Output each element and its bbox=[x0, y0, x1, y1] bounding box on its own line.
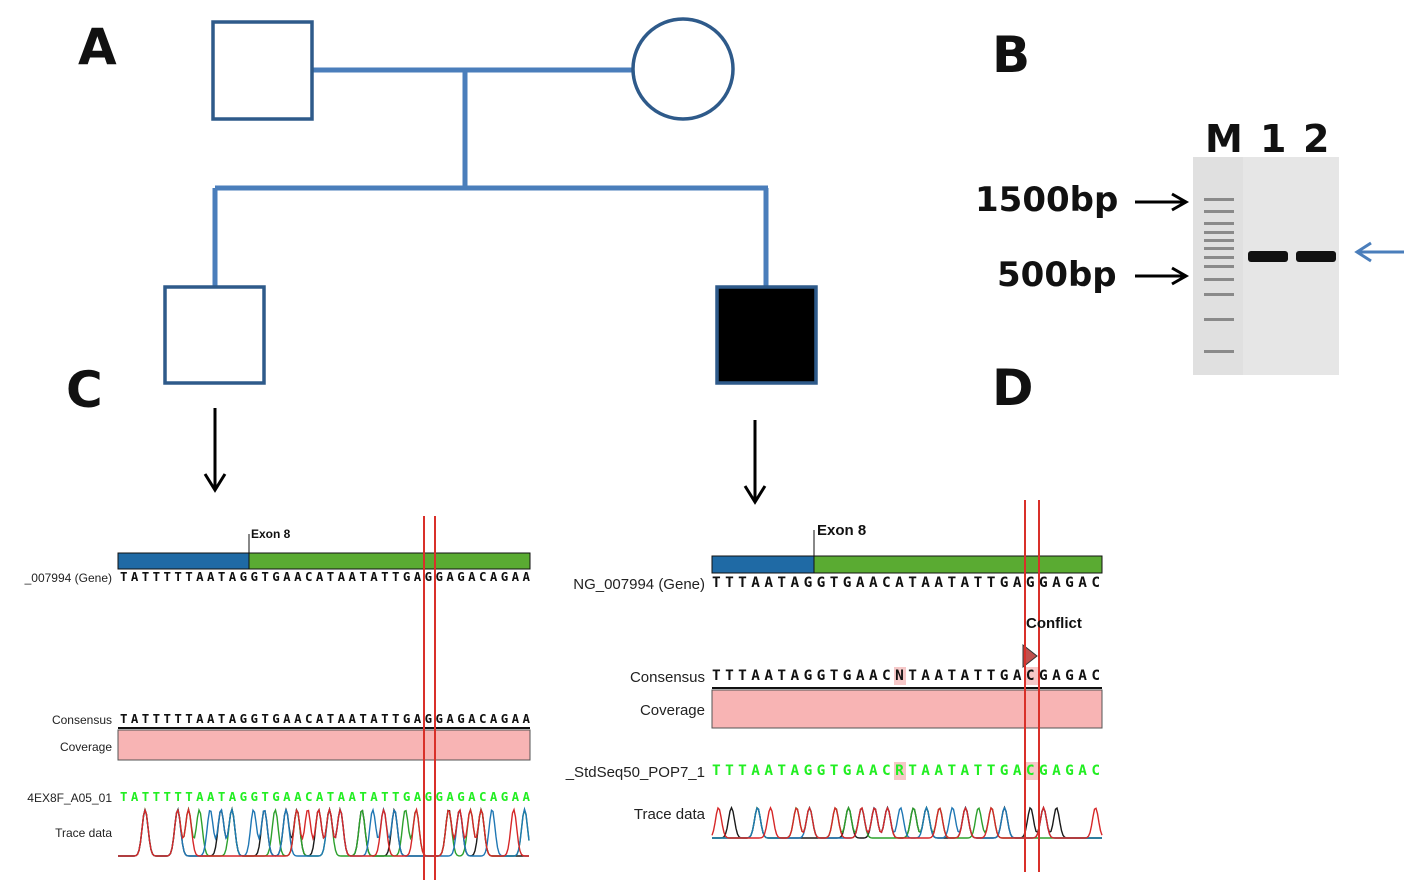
panel-label-c: C bbox=[66, 361, 103, 419]
consensus-label-d: Consensus bbox=[629, 669, 705, 686]
marker-500-arrow bbox=[1135, 266, 1190, 286]
mutation-marker-d bbox=[1024, 500, 1040, 872]
marker-500-label: 500bp bbox=[997, 255, 1117, 295]
exon-bar-d bbox=[813, 555, 1103, 574]
conflict-flag-icon bbox=[1022, 643, 1038, 669]
read-label-c: 4EX8F_A05_01 bbox=[27, 791, 112, 805]
coverage-label-d: Coverage bbox=[639, 702, 705, 719]
exon-bar-c bbox=[248, 552, 531, 570]
trace-line bbox=[711, 805, 1103, 839]
read-c-highlight bbox=[1026, 762, 1038, 780]
consensus-sequence-c: TATTTTTAATAGGTGAACATAATATTGAGGAGACAGAA bbox=[120, 711, 534, 726]
marker-1500-arrow bbox=[1135, 192, 1190, 212]
consensus-label-c: Consensus bbox=[51, 713, 112, 727]
intron-bar-c bbox=[117, 552, 250, 570]
gel-image bbox=[1193, 157, 1339, 375]
consensus-sequence-d: TTTAATAGGTGAACNTAATATTGACGAGAC bbox=[712, 668, 1105, 684]
trace-line bbox=[712, 805, 1102, 839]
exon-label-c: Exon 8 bbox=[251, 527, 291, 541]
unaffected-son-square bbox=[163, 285, 266, 385]
gene-sequence-c: TATTTTTAATAGGTGAACATAATATTGAGGAGACAGAA bbox=[120, 569, 534, 584]
mother-circle bbox=[631, 17, 735, 121]
band-arrow bbox=[1354, 241, 1404, 263]
panel-label-b: B bbox=[992, 26, 1031, 84]
lane2-band bbox=[1296, 251, 1336, 262]
exon-label-d: Exon 8 bbox=[817, 522, 867, 539]
coverage-label-c: Coverage bbox=[59, 740, 112, 754]
mutation-marker-c bbox=[423, 516, 436, 880]
lane1-band bbox=[1248, 251, 1288, 262]
read-label-d: _StdSeq50_POP7_1 bbox=[565, 764, 705, 781]
gene-label-c: _007994 (Gene) bbox=[24, 571, 112, 585]
intron-bar-d bbox=[711, 555, 815, 574]
read-sequence-c: TATTTTTAATAGGTGAACATAATATTGAGGAGACAGAA bbox=[120, 789, 534, 804]
affected-son-square bbox=[715, 285, 818, 385]
down-arrow-right bbox=[743, 420, 767, 505]
trace-chromatogram-c bbox=[118, 806, 530, 857]
read-sequence-d: TTTAATAGGTGAACRTAATATTGACGAGAC bbox=[712, 763, 1105, 779]
pedigree bbox=[212, 67, 769, 287]
father-square bbox=[211, 20, 314, 121]
coverage-bar-d bbox=[711, 689, 1103, 729]
coverage-bar-c bbox=[117, 729, 531, 761]
read-r-highlight bbox=[894, 762, 906, 780]
conflict-label: Conflict bbox=[1026, 615, 1082, 632]
panel-label-d: D bbox=[992, 359, 1034, 417]
consensus-c-highlight bbox=[1026, 667, 1038, 685]
down-arrow-left bbox=[203, 408, 227, 493]
gene-label-d: NG_007994 (Gene) bbox=[573, 576, 705, 593]
trace-label-c: Trace data bbox=[55, 826, 112, 840]
trace-line bbox=[118, 806, 529, 857]
trace-chromatogram-d bbox=[711, 805, 1103, 839]
lane-label-2: 2 bbox=[1303, 117, 1330, 161]
consensus-n-highlight bbox=[894, 667, 906, 685]
lane-label-m: M bbox=[1205, 117, 1243, 161]
marker-1500-label: 1500bp bbox=[975, 180, 1119, 220]
gene-sequence-d: TTTAATAGGTGAACATAATATTGAGGAGAC bbox=[712, 575, 1105, 591]
lane-label-1: 1 bbox=[1260, 117, 1287, 161]
panel-label-a: A bbox=[78, 18, 117, 76]
trace-label-d: Trace data bbox=[633, 806, 705, 823]
ladder-bands bbox=[1204, 198, 1234, 353]
